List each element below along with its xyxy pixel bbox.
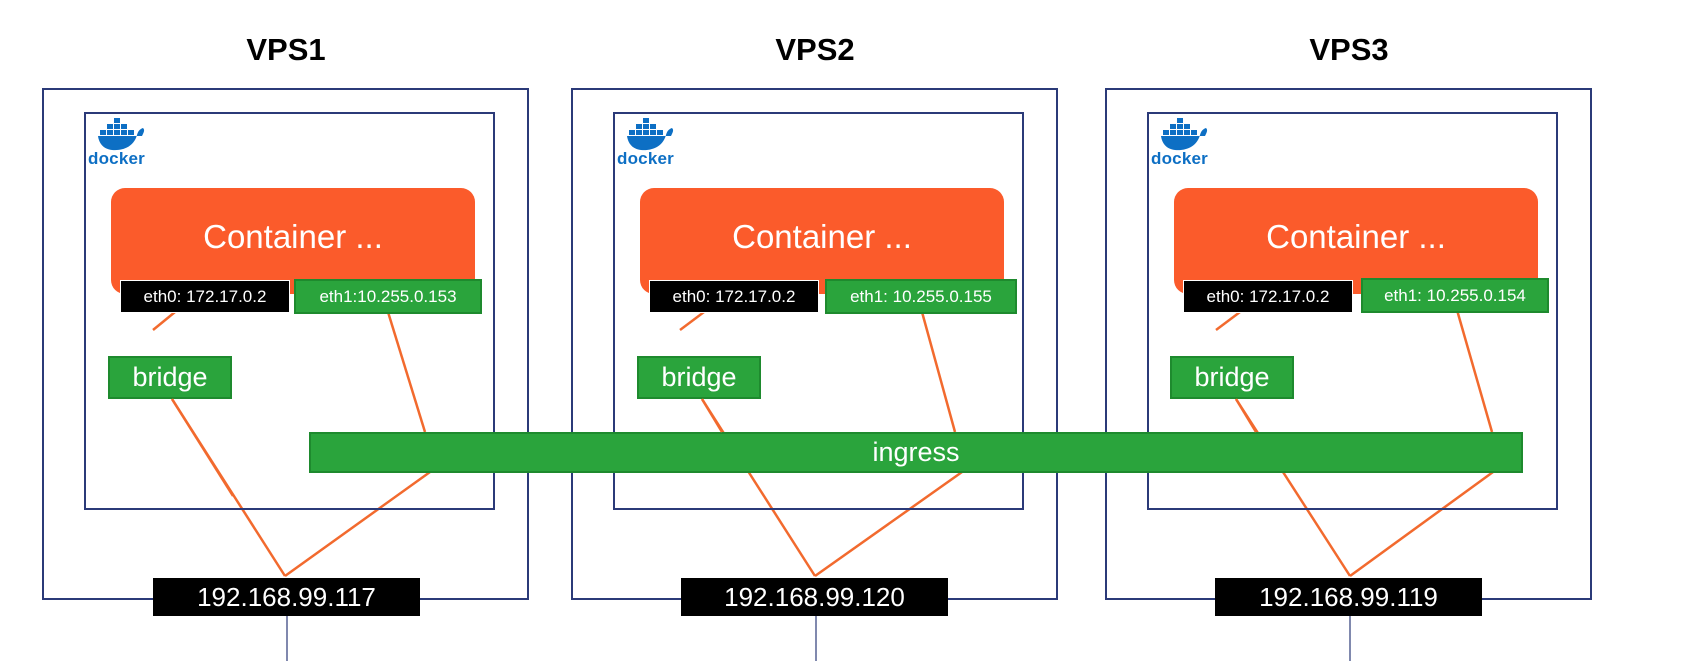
docker-host-box [613, 112, 1024, 510]
host-ip-label: 192.168.99.117 [153, 578, 420, 616]
host-ip-label: 192.168.99.119 [1215, 578, 1482, 616]
docker-whale-icon [627, 118, 674, 151]
link-bridge-host [170, 398, 235, 497]
container-label: Container ... [1266, 218, 1446, 255]
vps-title: VPS2 [775, 32, 855, 67]
docker-whale-icon [1161, 118, 1208, 151]
link-ingress-host [814, 470, 963, 578]
vps-title: VPS3 [1309, 32, 1389, 67]
link-eth1-ingress [1455, 309, 1494, 433]
eth0-interface: eth0: 172.17.0.2 [1183, 280, 1353, 313]
link-ingress-host [1349, 470, 1494, 578]
container-box: Container ... [640, 188, 1004, 294]
container-label: Container ... [732, 218, 912, 255]
docker-host-box [84, 112, 495, 510]
bridge-network: bridge [637, 356, 761, 399]
docker-label: docker [88, 149, 145, 168]
ingress-network: ingress [309, 432, 1523, 473]
link-eth1-ingress [920, 311, 957, 433]
container-box: Container ... [111, 188, 475, 294]
link-eth0-bridge [1215, 311, 1241, 331]
docker-label: docker [1151, 149, 1208, 168]
container-label: Container ... [203, 218, 383, 255]
link-eth0-bridge [679, 311, 705, 331]
bridge-network: bridge [108, 356, 232, 399]
docker-logo: docker [1151, 118, 1213, 170]
link-bridge-host [1234, 398, 1258, 433]
docker-logo: docker [617, 118, 679, 170]
container-box: Container ... [1174, 188, 1538, 294]
link-eth1-ingress [386, 311, 427, 433]
eth0-interface: eth0: 172.17.0.2 [649, 280, 819, 313]
bridge-network: bridge [1170, 356, 1294, 399]
host-ip-label: 192.168.99.120 [681, 578, 948, 616]
eth1-interface: eth1:10.255.0.153 [294, 279, 482, 314]
link-bridge-host [700, 398, 724, 433]
link-eth0-bridge [152, 311, 176, 331]
docker-label: docker [617, 149, 674, 168]
vps-title: VPS1 [246, 32, 326, 67]
link-ingress-host [284, 470, 431, 578]
docker-host-box [1147, 112, 1558, 510]
eth0-interface: eth0: 172.17.0.2 [120, 280, 290, 313]
eth1-interface: eth1: 10.255.0.154 [1361, 278, 1549, 313]
docker-logo: docker [88, 118, 150, 170]
eth1-interface: eth1: 10.255.0.155 [825, 279, 1017, 314]
docker-whale-icon [98, 118, 145, 151]
